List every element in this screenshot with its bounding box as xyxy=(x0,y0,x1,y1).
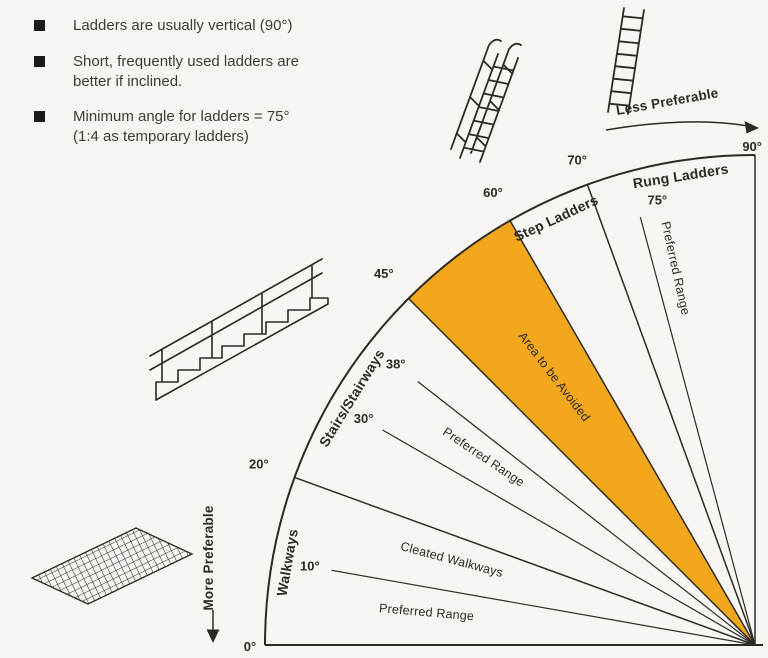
range-label: Preferred Range xyxy=(378,601,474,623)
sector-label: Rung Ladders xyxy=(632,160,730,191)
more-preferable-label: More Preferable xyxy=(201,505,216,610)
note-line: (1:4 as temporary ladders) xyxy=(73,128,249,146)
ship-ladder-lines xyxy=(450,38,522,163)
note-line: Ladders are usually vertical (90°) xyxy=(73,17,293,34)
note-item: Ladders are usually vertical (90°) xyxy=(34,16,379,36)
angle-label-0: 0° xyxy=(244,639,256,654)
stairs-lines xyxy=(149,258,329,401)
range-line-38-deg xyxy=(417,381,756,646)
less-preferable-arrow-line xyxy=(605,121,749,131)
bullet-square-icon xyxy=(34,111,45,123)
bullet-square-icon xyxy=(34,20,45,31)
vertical-rung-ladder-illustration xyxy=(607,7,645,115)
angle-label-20: 20° xyxy=(249,456,269,471)
grating-mesh xyxy=(30,527,194,605)
sector-line-20-deg xyxy=(294,476,756,646)
angle-label-70: 70° xyxy=(567,152,587,167)
sector-label: Step Ladders xyxy=(511,192,600,245)
note-text: Minimum angle for ladders = 75° (1:4 as … xyxy=(73,107,290,147)
note-line: better if inclined. xyxy=(73,72,183,90)
angle-label-38: 38° xyxy=(386,356,406,371)
note-text: Short, frequently used ladders are bette… xyxy=(73,52,299,92)
angle-label-60: 60° xyxy=(483,185,503,200)
note-line: Short, frequently used ladders are xyxy=(73,52,299,70)
grating-illustration xyxy=(30,527,194,605)
note-text: Ladders are usually vertical (90°) xyxy=(73,16,292,36)
range-line-10-deg xyxy=(331,569,756,646)
note-line: Minimum angle for ladders = 75° xyxy=(73,108,290,126)
bullet-square-icon xyxy=(34,55,45,67)
more-preferable-arrowhead xyxy=(206,629,220,643)
rung-ladder-lines xyxy=(607,7,645,115)
less-preferable-arrowhead xyxy=(744,121,759,134)
angle-label-30: 30° xyxy=(354,411,374,426)
stairs-illustration xyxy=(149,258,329,401)
angle-label-45: 45° xyxy=(374,266,394,281)
angle-label-90: 90° xyxy=(742,139,762,154)
ship-ladder-illustration xyxy=(450,38,522,163)
angle-label-75: 75° xyxy=(647,193,667,208)
avoided-area-wedge xyxy=(408,220,755,645)
angle-label-10: 10° xyxy=(300,559,320,574)
range-line-30-deg xyxy=(382,429,756,646)
notes-list: Ladders are usually vertical (90°) Short… xyxy=(34,16,379,163)
fan-diagram-layer: 10°30°38°75°0°20°45°60°70°90°WalkwaysSta… xyxy=(201,85,763,654)
note-item: Short, frequently used ladders are bette… xyxy=(34,52,379,92)
note-item: Minimum angle for ladders = 75° (1:4 as … xyxy=(34,107,379,147)
range-line-75-deg xyxy=(639,216,756,646)
sector-line-60-deg xyxy=(509,220,756,646)
sector-line-70-deg xyxy=(586,184,756,646)
range-label: Cleated Walkways xyxy=(399,539,505,580)
sector-line-45-deg xyxy=(407,297,756,646)
sector-label: Stairs/Stairways xyxy=(316,346,388,449)
less-preferable-label: Less Preferable xyxy=(615,85,720,118)
